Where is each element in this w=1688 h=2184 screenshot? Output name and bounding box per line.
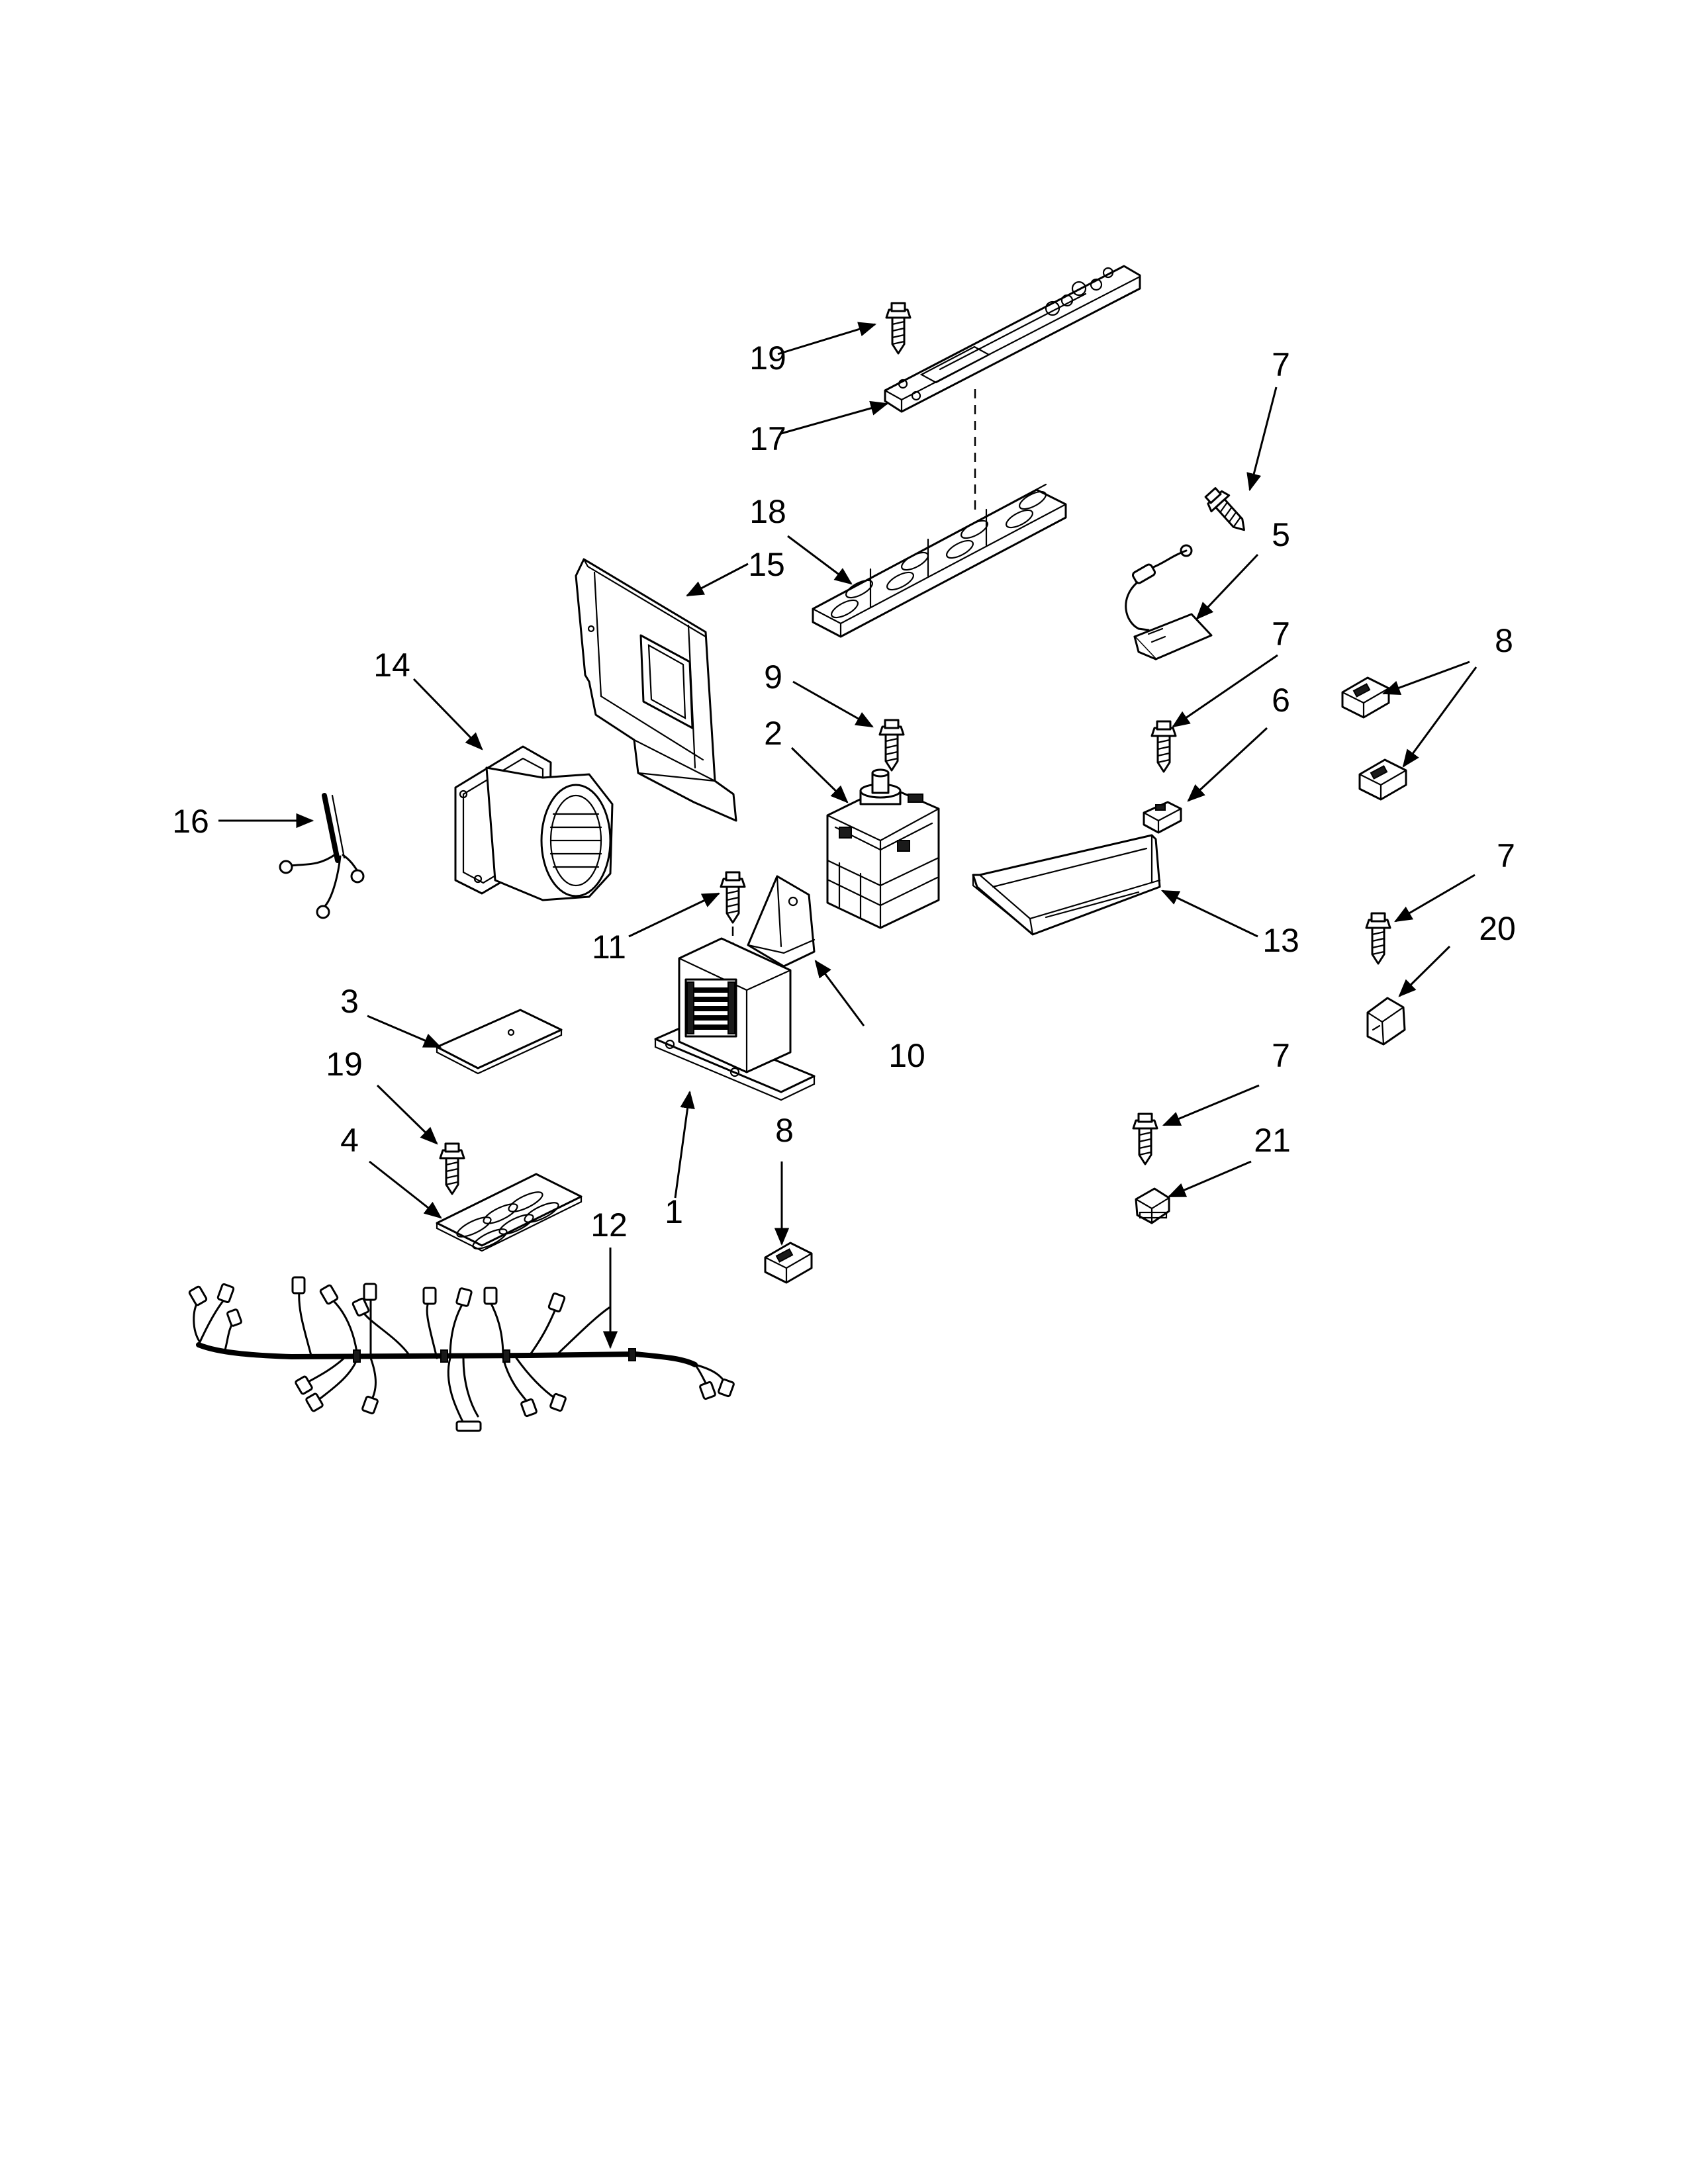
part-15-air-duct bbox=[575, 558, 737, 822]
callout-7-lower-bracket: 7 bbox=[1272, 1037, 1290, 1074]
callout-21: 21 bbox=[1254, 1122, 1291, 1159]
part-5-capacitor bbox=[1125, 483, 1254, 660]
callout-15: 15 bbox=[748, 546, 785, 583]
callout-7-thermal: 7 bbox=[1272, 615, 1290, 653]
part-20-bracket bbox=[1365, 912, 1406, 1046]
part-17-control-panel bbox=[884, 265, 1141, 413]
callout-12: 12 bbox=[590, 1206, 628, 1244]
callout-13: 13 bbox=[1262, 922, 1299, 959]
part-8-door-switch-bottom bbox=[764, 1242, 813, 1284]
leader-lines bbox=[218, 322, 1477, 1349]
part-21-bracket bbox=[1132, 1113, 1170, 1224]
callout-18: 18 bbox=[749, 493, 786, 530]
part-12-wire-harness bbox=[188, 1276, 735, 1432]
callout-1: 1 bbox=[665, 1193, 683, 1230]
callout-9: 9 bbox=[764, 659, 782, 696]
part-19-screw-top bbox=[885, 302, 912, 355]
part-11-screw bbox=[720, 871, 746, 924]
part-8-door-switch-lower bbox=[1358, 758, 1407, 801]
part-4-vent-plate bbox=[436, 1142, 583, 1252]
callout-11: 11 bbox=[592, 929, 626, 966]
callout-2: 2 bbox=[764, 715, 782, 752]
callout-14: 14 bbox=[373, 647, 410, 684]
part-14-blower-fan bbox=[454, 745, 614, 901]
part-18-control-board bbox=[812, 483, 1067, 638]
callout-16: 16 bbox=[172, 803, 209, 840]
callout-7-right-bracket: 7 bbox=[1497, 837, 1515, 874]
part-16-ground-wire bbox=[279, 793, 365, 919]
callout-17: 17 bbox=[749, 420, 786, 457]
callout-7-capacitor: 7 bbox=[1272, 346, 1290, 383]
callout-labels: 19 17 7 18 15 5 14 9 7 8 2 6 16 7 11 13 … bbox=[172, 340, 1516, 1244]
part-2-magnetron bbox=[826, 719, 940, 929]
callout-5: 5 bbox=[1272, 516, 1290, 553]
callout-3: 3 bbox=[340, 983, 359, 1020]
part-8-door-switch-upper bbox=[1341, 676, 1390, 719]
callout-8-right: 8 bbox=[1495, 622, 1513, 659]
part-13-bracket bbox=[972, 834, 1161, 936]
part-1-transformer bbox=[654, 937, 816, 1101]
callout-8-bottom: 8 bbox=[775, 1112, 794, 1149]
callout-6: 6 bbox=[1272, 682, 1290, 719]
part-10-bracket bbox=[747, 875, 816, 968]
callout-4: 4 bbox=[340, 1122, 359, 1159]
callout-10: 10 bbox=[888, 1037, 925, 1074]
callout-20: 20 bbox=[1479, 910, 1516, 947]
part-6-thermal-fuse bbox=[1143, 720, 1182, 834]
callout-19-top: 19 bbox=[749, 340, 786, 377]
part-3-plate bbox=[436, 1009, 563, 1075]
callout-19-plate: 19 bbox=[326, 1046, 363, 1083]
